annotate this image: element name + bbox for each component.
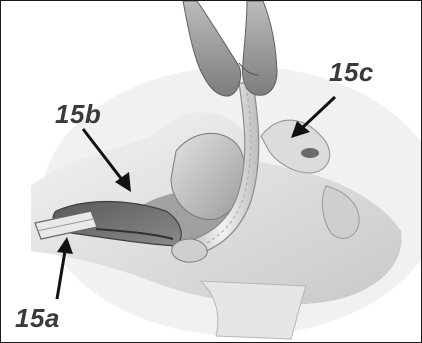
- label-15b: 15b: [55, 101, 101, 127]
- tube-flange: [172, 239, 207, 262]
- right-hand: [243, 1, 277, 95]
- neck: [201, 281, 306, 339]
- nostril: [301, 148, 319, 158]
- label-15a: 15a: [15, 305, 60, 331]
- label-15c: 15c: [329, 59, 374, 85]
